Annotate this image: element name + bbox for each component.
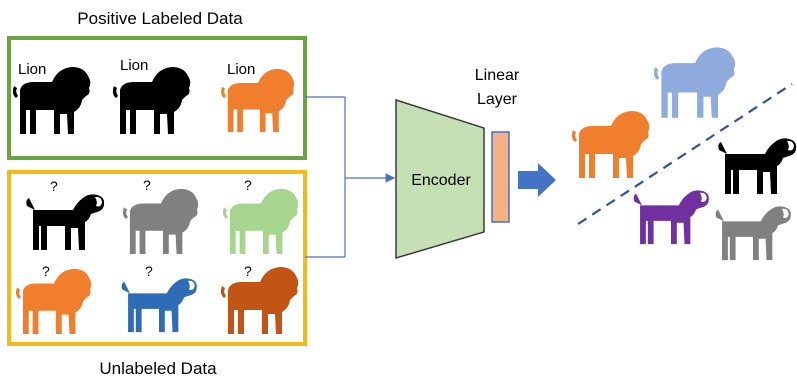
sample-label: Lion: [227, 61, 255, 78]
dog-icon: [715, 206, 791, 261]
sample-label: ?: [244, 263, 252, 279]
lion-icon: [221, 68, 295, 133]
unlabeled-data-box: [7, 170, 307, 346]
sample-label: ?: [145, 263, 153, 279]
dog-icon: [121, 278, 197, 333]
encoder-label: Encoder: [411, 172, 471, 189]
lion-icon: [653, 47, 736, 118]
unlabeled-sample: ?: [15, 263, 92, 335]
lion-icon: [112, 67, 191, 134]
sample-label: ?: [244, 177, 252, 193]
unlabeled-sample: ?: [26, 178, 105, 250]
lion-icon: [122, 188, 199, 255]
dog-icon: [718, 138, 797, 194]
lion-icon: [222, 188, 299, 255]
sample-label: ?: [50, 178, 58, 194]
positive-sample: Lion: [12, 61, 91, 134]
unlabeled-sample: ?: [122, 177, 199, 255]
unlabeled-sample: ?: [222, 177, 299, 255]
sample-label: ?: [42, 263, 50, 279]
encoder-block: [395, 98, 485, 260]
positive-data-title: Positive Labeled Data: [77, 9, 243, 28]
positive-data-box: [7, 36, 307, 160]
positive-sample: Lion: [221, 61, 295, 133]
sample-label: Lion: [120, 57, 148, 74]
unlabeled-sample: ?: [220, 263, 299, 334]
dog-icon: [26, 194, 105, 250]
linear-layer-label-line2: Layer: [477, 91, 518, 108]
lion-icon: [220, 267, 299, 334]
dog-icon: [633, 190, 709, 245]
output-arrow-icon: [518, 163, 556, 197]
sample-label: ?: [143, 177, 151, 193]
lion-icon: [15, 268, 92, 335]
lion-icon: [571, 111, 650, 178]
unlabeled-sample: ?: [121, 263, 197, 333]
positive-sample: Lion: [112, 57, 191, 134]
decision-boundary: [577, 83, 793, 225]
linear-layer-block: [491, 131, 510, 223]
connector-lines: [305, 96, 396, 258]
linear-layer-label-line1: Linear: [475, 67, 520, 84]
unlabeled-data-title: Unlabeled Data: [99, 359, 217, 378]
sample-label: Lion: [18, 61, 46, 78]
